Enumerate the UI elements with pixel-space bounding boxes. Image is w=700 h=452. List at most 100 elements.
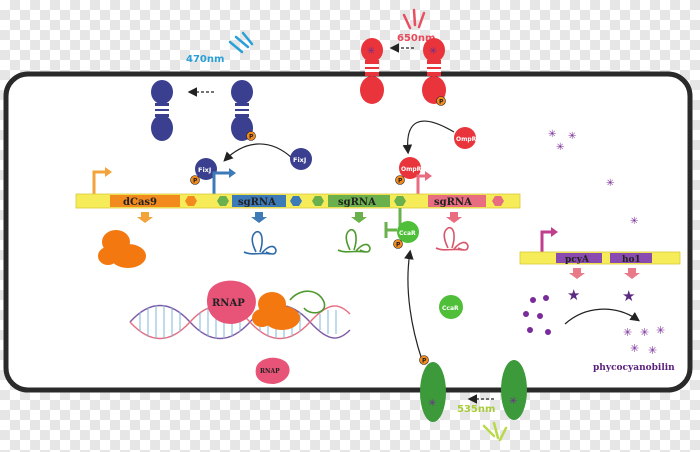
svg-text:✳: ✳ [656,324,665,337]
phospho-label: P [439,99,444,106]
blue-light-rays-icon [228,31,254,54]
terminator-hexagon [217,196,229,206]
ccar-protein-free [439,295,463,319]
red-light-rays-icon [402,8,426,30]
green-light-label: 535nm [457,404,495,415]
sgrna2-gene [328,195,390,207]
green-light-rays-icon [482,421,508,442]
dcas9-protein [98,230,146,268]
ho1-enzyme-star-icon: ★ [622,287,635,305]
chromophore-cluster: ✳✳ ✳✳ ✳ [548,129,638,227]
red-receptor-inactive [422,38,446,104]
ompr-label-bound: OmpR [401,166,422,173]
phycocyanobilin-molecules: ✳✳✳ ✳✳ [623,324,665,357]
sgrna1-gene [232,195,286,207]
ompr-label-free: OmpR [456,136,477,143]
terminator-hexagon [492,196,504,206]
expression-arrows [137,212,462,223]
sgrna3-label: sgRNA [434,197,472,208]
ompr-promoter-arrow [416,174,426,194]
dcas9-label: dCas9 [123,197,157,208]
phospho-badge [393,239,403,249]
pcya-label: pcyA [565,255,590,265]
sgrna3-hairpin [435,226,469,251]
dcas9-gene [110,195,180,207]
svg-text:✳: ✳ [556,142,564,153]
biosynthesis-arrow [564,308,640,325]
svg-text:✳: ✳ [606,178,614,189]
ccar-label-free: CcaR [442,305,459,312]
fixj-label-free: FixJ [293,156,306,164]
svg-text:✳: ✳ [548,129,556,140]
heme-dots [523,295,551,335]
svg-text:✳: ✳ [630,342,639,355]
phospho-label: P [249,134,254,141]
sgrna1-label: sgRNA [238,197,276,208]
sgrna1-expression-arrow [251,212,267,223]
phospho-label: P [396,242,401,249]
sgrna1-hairpin [243,230,277,255]
blue-receptor-inactive [151,80,173,141]
chromophore-star-icon: ✳ [509,396,517,407]
phospho-badge [419,355,429,365]
fixj-label-bound: FixJ [198,166,211,174]
dcas9-promoter-arrowhead [105,167,112,177]
rnap-label-main: RNAP [212,298,245,309]
chromophore-star-icon: ✳ [428,398,436,409]
ccar-repression-bar [384,222,397,238]
fixj-promoter-arrowhead [229,168,236,178]
dcas9-promoter-arrow [92,170,106,194]
red-receptor-active [360,38,384,104]
phospho-label: P [398,178,403,185]
sgrna-on-dna [289,290,326,314]
rnap-label-free: RNAP [260,368,280,375]
phospho-badge [246,131,256,141]
pcy-promoter-arrow [540,230,552,252]
ccar-phospho-arrow [404,249,423,361]
green-receptor-inactive [501,360,527,420]
pcya-gene [556,253,602,263]
terminator-hexagon [312,196,324,206]
ho1-expression-arrow [624,268,640,279]
ho1-label: ho1 [622,255,641,265]
sgrna3-gene [428,195,486,207]
ccar-label-bound: CcaR [399,230,416,237]
dcas9-expression-arrow [137,212,153,223]
svg-text:✳: ✳ [630,216,638,227]
rnap-on-dna [207,280,256,324]
blue-light-label: 470nm [186,54,224,65]
fixj-promoter-arrow [212,171,230,194]
green-receptor-active [420,362,446,422]
pcy-promoter-arrowhead [551,227,558,237]
phycocyanobilin-label: phycocyanobilin [593,363,675,373]
dcas9-on-dna [252,292,300,330]
chromophore-star-icon: ✳ [429,46,437,57]
phospho-badge [395,175,405,185]
ccar-protein-bound [397,221,419,243]
terminator-hexagon [185,196,197,206]
red-light-label: 650nm [397,33,435,44]
sgrna2-expression-arrow [351,212,367,223]
rnap-free [255,357,290,384]
phospho-label: P [193,178,198,185]
svg-text:✳: ✳ [568,131,576,142]
pcya-expression-arrow [569,268,585,279]
fixj-protein-bound [195,158,217,180]
terminator-hexagon [290,196,302,206]
phospho-badge [436,96,446,106]
sgrna2-hairpin [337,228,371,253]
sgrna2-label: sgRNA [338,197,376,208]
chromophore-star-icon: ✳ [367,46,375,57]
svg-text:✳: ✳ [648,344,657,357]
fixj-phospho-arrow [223,143,293,162]
fixj-protein-free [290,148,312,170]
ompr-protein-bound [399,157,421,179]
phospho-badge [190,175,200,185]
ompr-phospho-arrow [402,120,455,155]
ompr-protein-free [454,127,476,149]
ompr-promoter-arrowhead [425,171,432,181]
sgrna3-expression-arrow [446,212,462,223]
terminator-hexagon [394,196,406,206]
phospho-label: P [422,358,427,365]
